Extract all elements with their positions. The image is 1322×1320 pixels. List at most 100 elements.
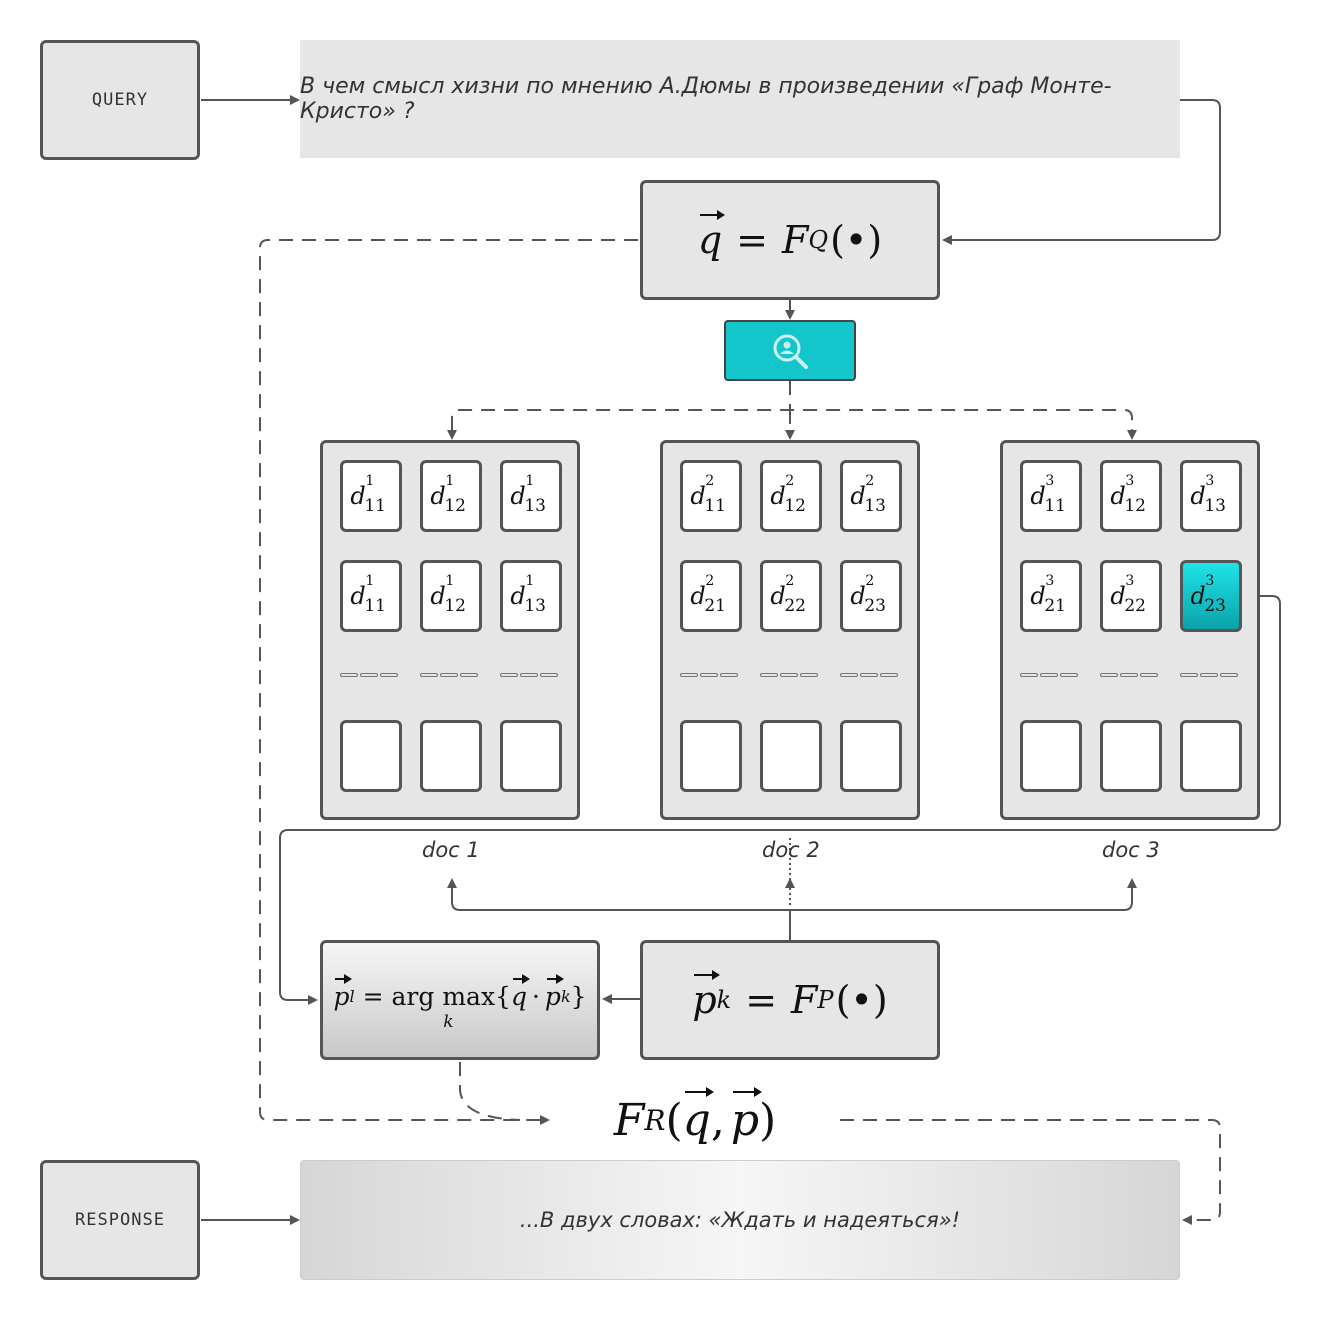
reader-function: F [613,1094,645,1146]
reader-query-vector: q [682,1086,715,1146]
chunk-position-index: 13 [524,596,546,616]
reader-close-paren: ) [758,1094,777,1146]
empty-chunk-cell[interactable] [500,720,562,792]
passage-equals: = [745,978,778,1022]
reader-open-paren: ( [665,1094,683,1146]
doc-label: doc 2 [762,838,820,862]
chunk-doc-index: 3 [1045,573,1055,589]
empty-chunk-cell[interactable] [1180,720,1242,792]
chunk-doc-index: 1 [525,573,535,589]
response-label: RESPONSE [75,1210,165,1230]
passage-function: F [791,978,818,1022]
chunk-position-index: 12 [444,496,466,516]
chunk-position-index: 11 [364,496,386,516]
chunk-doc-index: 3 [1125,473,1135,489]
search-button[interactable] [724,320,856,381]
query-box: QUERY [40,40,200,160]
chunk-doc-index: 3 [1125,573,1135,589]
ellipsis-dashes [420,673,482,679]
passage-function-subscript: P [817,986,834,1014]
passage-argument: (•) [835,978,888,1022]
empty-chunk-cell[interactable] [1100,720,1162,792]
chunk-doc-index: 1 [365,573,375,589]
ellipsis-dashes [1020,673,1082,679]
argmax-passage-vector: p [544,973,564,1011]
reader-subscript: R [644,1103,666,1137]
argmax-box: p l = arg max k { q · p k } [320,940,600,1060]
doc-label: doc 3 [1102,838,1160,862]
chunk-doc-index: 1 [525,473,535,489]
encoder-argument: (•) [830,218,883,262]
query-vector: q [697,210,726,262]
chunk-doc-index: 1 [365,473,375,489]
chunk-position-index: 22 [784,596,806,616]
empty-chunk-cell[interactable] [840,720,902,792]
ellipsis-dashes [1100,673,1162,679]
chunk-doc-index: 3 [1205,473,1215,489]
chunk-doc-index: 2 [785,473,795,489]
empty-chunk-cell[interactable] [760,720,822,792]
chunk-doc-index: 3 [1205,573,1215,589]
reader-comma: , [710,1094,725,1146]
response-text: ...В двух словах: «Ждать и надеяться»! [519,1208,961,1232]
chunk-doc-index: 2 [785,573,795,589]
empty-chunk-cell[interactable] [1020,720,1082,792]
dot-operator: · [531,981,540,1011]
ellipsis-dashes [680,673,742,679]
argmax-index: k [443,1011,454,1032]
empty-chunk-cell[interactable] [340,720,402,792]
ellipsis-dashes [840,673,902,679]
empty-chunk-cell[interactable] [420,720,482,792]
chunk-doc-index: 1 [445,473,455,489]
chunk-doc-index: 2 [865,573,875,589]
reader-formula: F R ( q , p ) [560,1086,830,1152]
response-text-band: ...В двух словах: «Ждать и надеяться»! [300,1160,1180,1280]
argmax-passage-subscript: k [560,986,571,1006]
highlight-to-argmax-arrow [279,595,1281,1005]
chunk-position-index: 21 [1044,596,1066,616]
ellipsis-dashes [760,673,822,679]
encoder-subscript: Q [808,226,829,254]
equals-sign: = [736,218,769,262]
passage-vector: p [692,970,721,1022]
search-fanout-line [451,381,1133,430]
chunk-position-index: 13 [524,496,546,516]
query-text: В чем смысл хизни по мнению А.Дюмы в про… [300,74,1112,124]
empty-chunk-cell[interactable] [680,720,742,792]
passage-vector-subscript: k [716,986,732,1014]
